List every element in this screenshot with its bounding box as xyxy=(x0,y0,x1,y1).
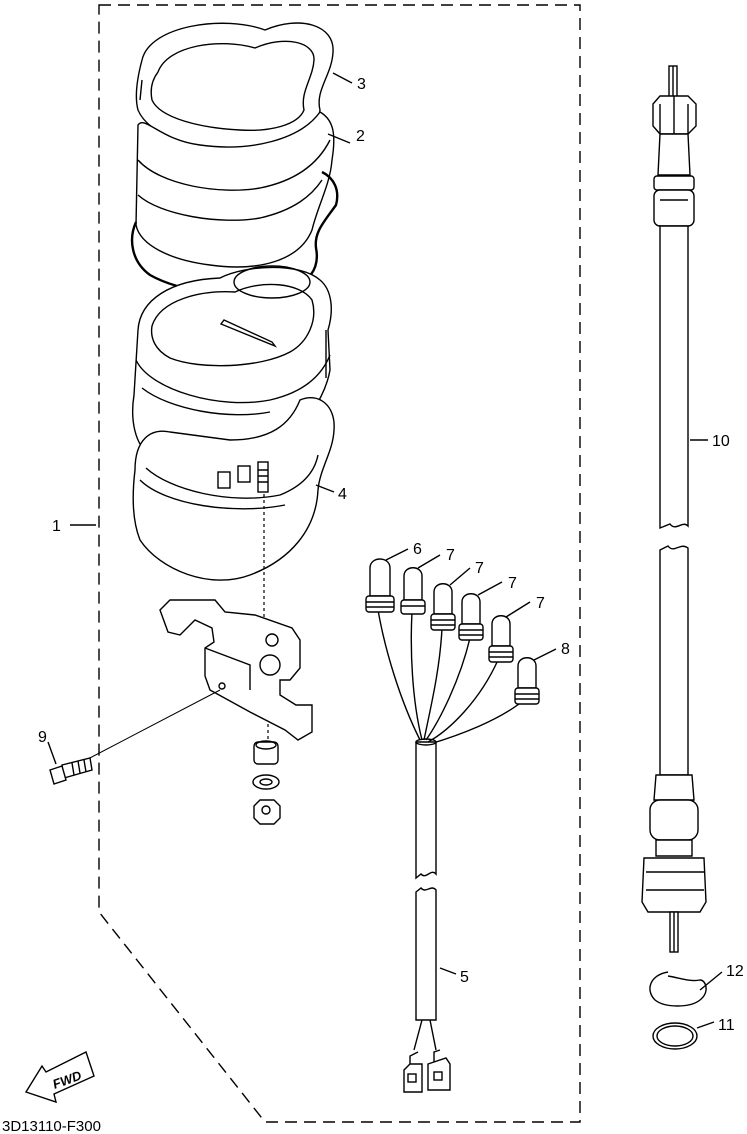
callout-8: 8 xyxy=(561,641,570,658)
part-3-cover xyxy=(135,22,334,151)
callout-4: 4 xyxy=(338,486,347,503)
part-4-lower-cover xyxy=(132,396,335,581)
callout-6: 6 xyxy=(413,541,422,558)
part-2-case xyxy=(135,111,335,268)
callout-9: 9 xyxy=(38,729,47,746)
part-12-clip xyxy=(649,971,707,1007)
callout-5: 5 xyxy=(460,969,469,986)
callout-7-c: 7 xyxy=(508,575,517,592)
part-8-bulb xyxy=(514,657,540,705)
callout-7-b: 7 xyxy=(475,560,484,577)
callout-11: 11 xyxy=(718,1017,735,1034)
part-7-bulb-c xyxy=(458,593,484,641)
bulb-harness xyxy=(365,558,540,1093)
fwd-direction-arrow: FWD xyxy=(24,1051,95,1104)
leader-lines xyxy=(47,72,723,1029)
part-10-speedometer-cable xyxy=(641,65,707,953)
meter-assembly xyxy=(49,22,339,825)
callout-2: 2 xyxy=(356,128,365,145)
part-7-bulb-a xyxy=(400,567,426,615)
diagram-code: 3D13110-F300 xyxy=(2,1118,101,1134)
callout-3: 3 xyxy=(357,76,366,93)
callout-7-a: 7 xyxy=(446,547,455,564)
mount-hardware xyxy=(252,740,281,825)
part-7-bulb-d xyxy=(488,615,514,663)
callout-10: 10 xyxy=(712,433,730,450)
part-7-bulb-b xyxy=(430,583,456,631)
callout-7-d: 7 xyxy=(536,595,545,612)
callout-1: 1 xyxy=(52,518,61,535)
part-6-bulb xyxy=(365,558,395,613)
callout-12: 12 xyxy=(726,963,744,980)
assembly-boundary xyxy=(98,4,581,1123)
meter-bracket xyxy=(159,599,313,741)
part-9-bolt xyxy=(49,689,221,785)
part-11-o-ring xyxy=(652,1022,698,1050)
part-5-harness xyxy=(403,738,451,1093)
